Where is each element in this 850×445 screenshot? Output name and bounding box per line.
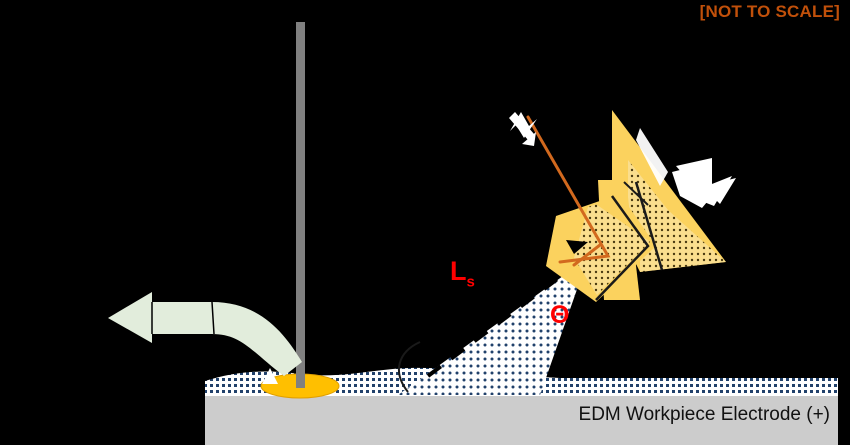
nozzle-rod xyxy=(296,22,305,388)
plume-axis-dashed xyxy=(418,260,582,384)
jet-path-line xyxy=(526,115,611,264)
workpiece-block xyxy=(205,396,838,445)
crater-feed-arrowhead xyxy=(262,368,278,384)
tool-feed-arrow xyxy=(672,158,736,208)
angled-tool-electrode xyxy=(509,110,736,302)
tool-seam-edge xyxy=(595,195,650,301)
tool-inner-arrowhead xyxy=(566,240,588,254)
tool-highlight-sliver xyxy=(636,128,668,186)
not-to-scale-note: [NOT TO SCALE] xyxy=(699,2,840,21)
workpiece-electrode-label: EDM Workpiece Electrode (+) xyxy=(578,404,830,425)
impingement-angle-label: Θ xyxy=(550,301,570,329)
standoff-distance-symbol: L xyxy=(450,256,467,286)
standoff-distance-subscript: s xyxy=(466,273,475,291)
plume-edge-curl xyxy=(398,341,421,393)
standoff-distance-label: Ls xyxy=(450,256,475,291)
debris-flush-arrow xyxy=(108,292,302,376)
jet-indicator-arrow xyxy=(509,112,537,146)
